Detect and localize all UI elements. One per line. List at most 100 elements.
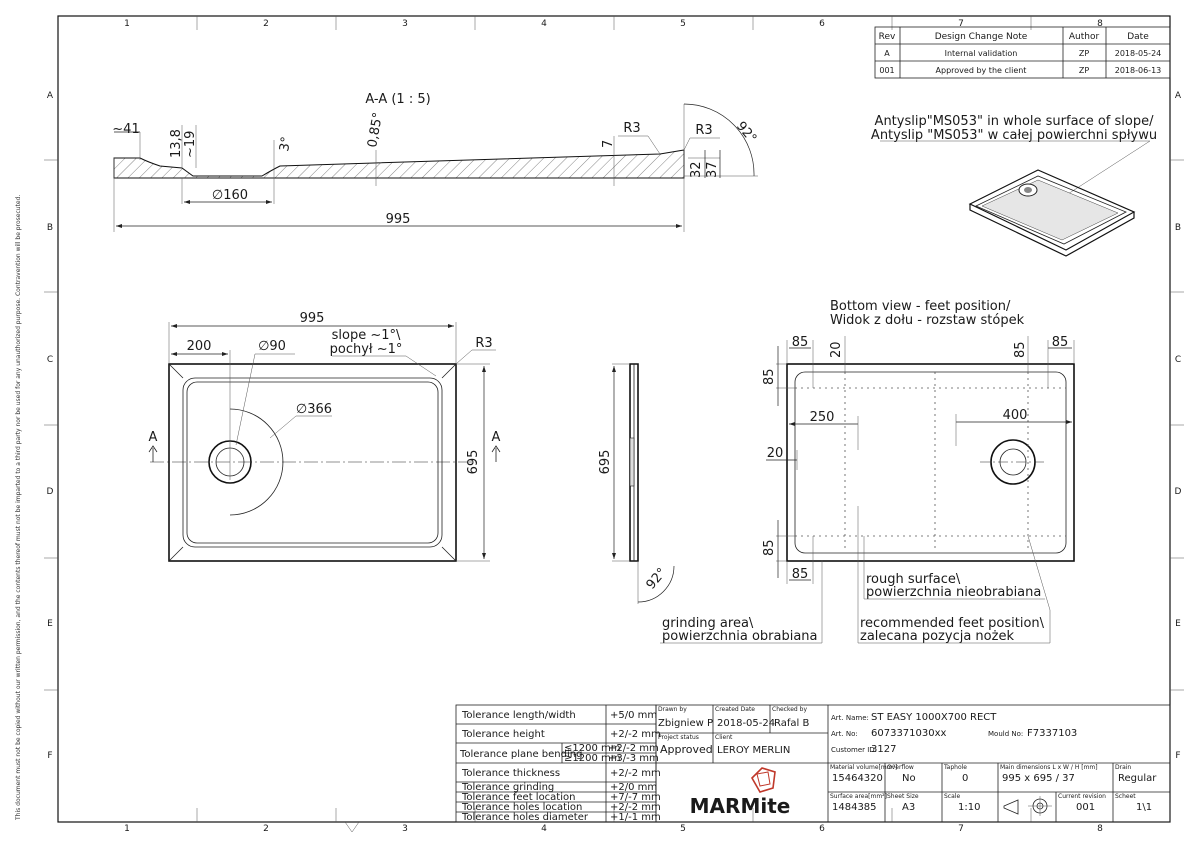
section-view-aa: A-A (1 : 5) 995 ∅160 ~41 13,8 ~19 3° 0,8… bbox=[112, 92, 759, 232]
row-label-left-b: B bbox=[47, 223, 53, 233]
bottom-view-title-en: Bottom view - feet position/ bbox=[830, 299, 1011, 314]
col-label-bottom-1: 1 bbox=[124, 824, 130, 834]
note-slope-pl: pochył ~1° bbox=[330, 342, 403, 357]
rev-header-note: Design Change Note bbox=[935, 32, 1028, 42]
tol-holes-loc-value: +2/-2 mm bbox=[610, 802, 661, 813]
dim-top-695: 695 bbox=[466, 450, 481, 475]
row-label-left-f: F bbox=[47, 751, 52, 761]
tol-thickness-label: Tolerance thickness bbox=[461, 768, 560, 779]
customer-label: Customer ID: bbox=[831, 746, 877, 754]
rev-header-rev: Rev bbox=[879, 32, 896, 42]
row-label-left-c: C bbox=[47, 355, 53, 365]
tol-length-value: +5/0 mm bbox=[610, 710, 657, 721]
sheet-size: A3 bbox=[902, 802, 915, 813]
dim-section-7: 7 bbox=[601, 140, 616, 148]
current-revision: 001 bbox=[1076, 802, 1095, 813]
created-label: Created Date bbox=[715, 706, 755, 713]
dim-top-r3: R3 bbox=[475, 336, 492, 351]
dim-section-19: ~19 bbox=[183, 131, 198, 158]
project-status: Approved bbox=[660, 743, 713, 756]
rev-row-1-rev: A bbox=[884, 49, 890, 58]
dim-bottom-85-top-left: 85 bbox=[792, 335, 809, 350]
scale-label: Scale bbox=[944, 793, 960, 800]
dim-bottom-85-top-mid: 85 bbox=[1013, 341, 1028, 358]
sheet-label: Scheet bbox=[1115, 793, 1136, 800]
art-no: 6073371030xx bbox=[871, 728, 947, 739]
section-marker-a-right: A bbox=[492, 430, 501, 445]
tol-height-label: Tolerance height bbox=[461, 729, 545, 740]
dim-section-3deg: 3° bbox=[277, 136, 294, 153]
col-label-bottom-4: 4 bbox=[541, 824, 547, 834]
antislip-line-2: Antyslip "MS053" w całej powierchni spły… bbox=[871, 128, 1157, 143]
overflow-value: No bbox=[902, 773, 916, 784]
tol-bending-sub1: ≤1200 mm bbox=[564, 743, 621, 754]
tol-holes-dia-label: Tolerance holes diameter bbox=[461, 812, 589, 823]
col-label-top-7: 7 bbox=[958, 19, 964, 29]
tol-feet-label: Tolerance feet location bbox=[461, 792, 575, 803]
sheet-size-label: Sheet Size bbox=[887, 793, 919, 800]
mould-label: Mould No: bbox=[988, 730, 1023, 738]
tol-grinding-label: Tolerance grinding bbox=[461, 782, 554, 793]
dim-top-d366: ∅366 bbox=[296, 402, 332, 417]
projection-symbol-icon bbox=[1003, 796, 1052, 816]
dim-bottom-85-left-lower: 85 bbox=[762, 539, 777, 556]
tol-grinding-value: +2/0 mm bbox=[610, 782, 657, 793]
customer-id: 3127 bbox=[871, 744, 896, 755]
dim-section-41: ~41 bbox=[112, 122, 139, 137]
dim-bottom-250: 250 bbox=[810, 410, 835, 425]
sheet-number: 1\1 bbox=[1136, 802, 1152, 813]
main-dimensions: 995 x 695 / 37 bbox=[1002, 773, 1075, 784]
dim-section-37: 37 bbox=[705, 161, 720, 178]
material-volume: 15464320 bbox=[832, 773, 883, 784]
top-view: A A 995 200 ∅90 slope ~1°\ pochył ~1° R3… bbox=[149, 311, 501, 562]
surface-area: 1484385 bbox=[832, 802, 877, 813]
dim-bottom-85-left-upper: 85 bbox=[762, 368, 777, 385]
note-rough-en: rough surface\ bbox=[866, 572, 961, 587]
marmite-logo: MARMite bbox=[690, 767, 791, 818]
dim-section-r3-left: R3 bbox=[623, 121, 640, 136]
revision-table: Rev Design Change Note Author Date A Int… bbox=[874, 26, 1171, 79]
row-label-right-d: D bbox=[1175, 487, 1182, 497]
legal-notice: This document must not be copied without… bbox=[15, 195, 22, 821]
rev-row-2-rev: 001 bbox=[879, 66, 894, 75]
antislip-line-1: Antyslip"MS053" in whole surface of slop… bbox=[875, 114, 1155, 129]
area-label: Surface area[mm²] bbox=[830, 793, 887, 800]
brand-name: MARMite bbox=[690, 794, 791, 818]
art-name: ST EASY 1000X700 RECT bbox=[871, 712, 997, 723]
row-label-right-f: F bbox=[1175, 751, 1180, 761]
client-name: LEROY MERLIN bbox=[717, 745, 790, 756]
col-label-top-5: 5 bbox=[680, 19, 686, 29]
note-grinding-en: grinding area\ bbox=[662, 616, 754, 631]
dim-top-200: 200 bbox=[187, 339, 212, 354]
dim-section-995: 995 bbox=[386, 212, 411, 227]
rev-header-date: Date bbox=[1127, 32, 1149, 42]
col-label-bottom-8: 8 bbox=[1097, 824, 1103, 834]
antislip-note: Antyslip"MS053" in whole surface of slop… bbox=[871, 114, 1157, 213]
dim-bottom-400: 400 bbox=[1003, 408, 1028, 423]
col-label-bottom-5: 5 bbox=[680, 824, 686, 834]
created-date: 2018-05-24 bbox=[717, 718, 775, 729]
note-rough-pl: powierzchnia nieobrabiana bbox=[866, 585, 1041, 600]
taphole-label: Taphole bbox=[943, 764, 967, 771]
art-no-label: Art. No: bbox=[831, 730, 858, 738]
col-label-bottom-3: 3 bbox=[402, 824, 408, 834]
tolerance-table: Tolerance length/width +5/0 mm Tolerance… bbox=[455, 704, 661, 823]
dim-section-92deg: 92° bbox=[733, 119, 759, 146]
dim-top-d90: ∅90 bbox=[258, 339, 286, 354]
overflow-label: Overflow bbox=[887, 764, 914, 771]
tol-bending-value2: +3/-3 mm bbox=[608, 753, 659, 764]
col-label-bottom-6: 6 bbox=[819, 824, 825, 834]
tol-length-label: Tolerance length/width bbox=[461, 710, 576, 721]
bottom-view: Bottom view - feet position/ Widok z doł… bbox=[660, 299, 1075, 644]
checked-by: Rafal B bbox=[774, 718, 809, 729]
tol-bending-sub2: ≥1200 mm bbox=[564, 753, 621, 764]
rev-row-2-author: ZP bbox=[1079, 66, 1089, 75]
col-label-top-8: 8 bbox=[1097, 19, 1103, 29]
col-label-bottom-7: 7 bbox=[958, 824, 964, 834]
bottom-view-title-pl: Widok z dołu - rozstaw stópek bbox=[830, 313, 1025, 328]
dim-section-32: 32 bbox=[689, 161, 704, 178]
checked-label: Checked by bbox=[772, 706, 807, 713]
drain-label: Drain bbox=[1115, 764, 1131, 771]
revision-label: Current revision bbox=[1058, 793, 1106, 800]
